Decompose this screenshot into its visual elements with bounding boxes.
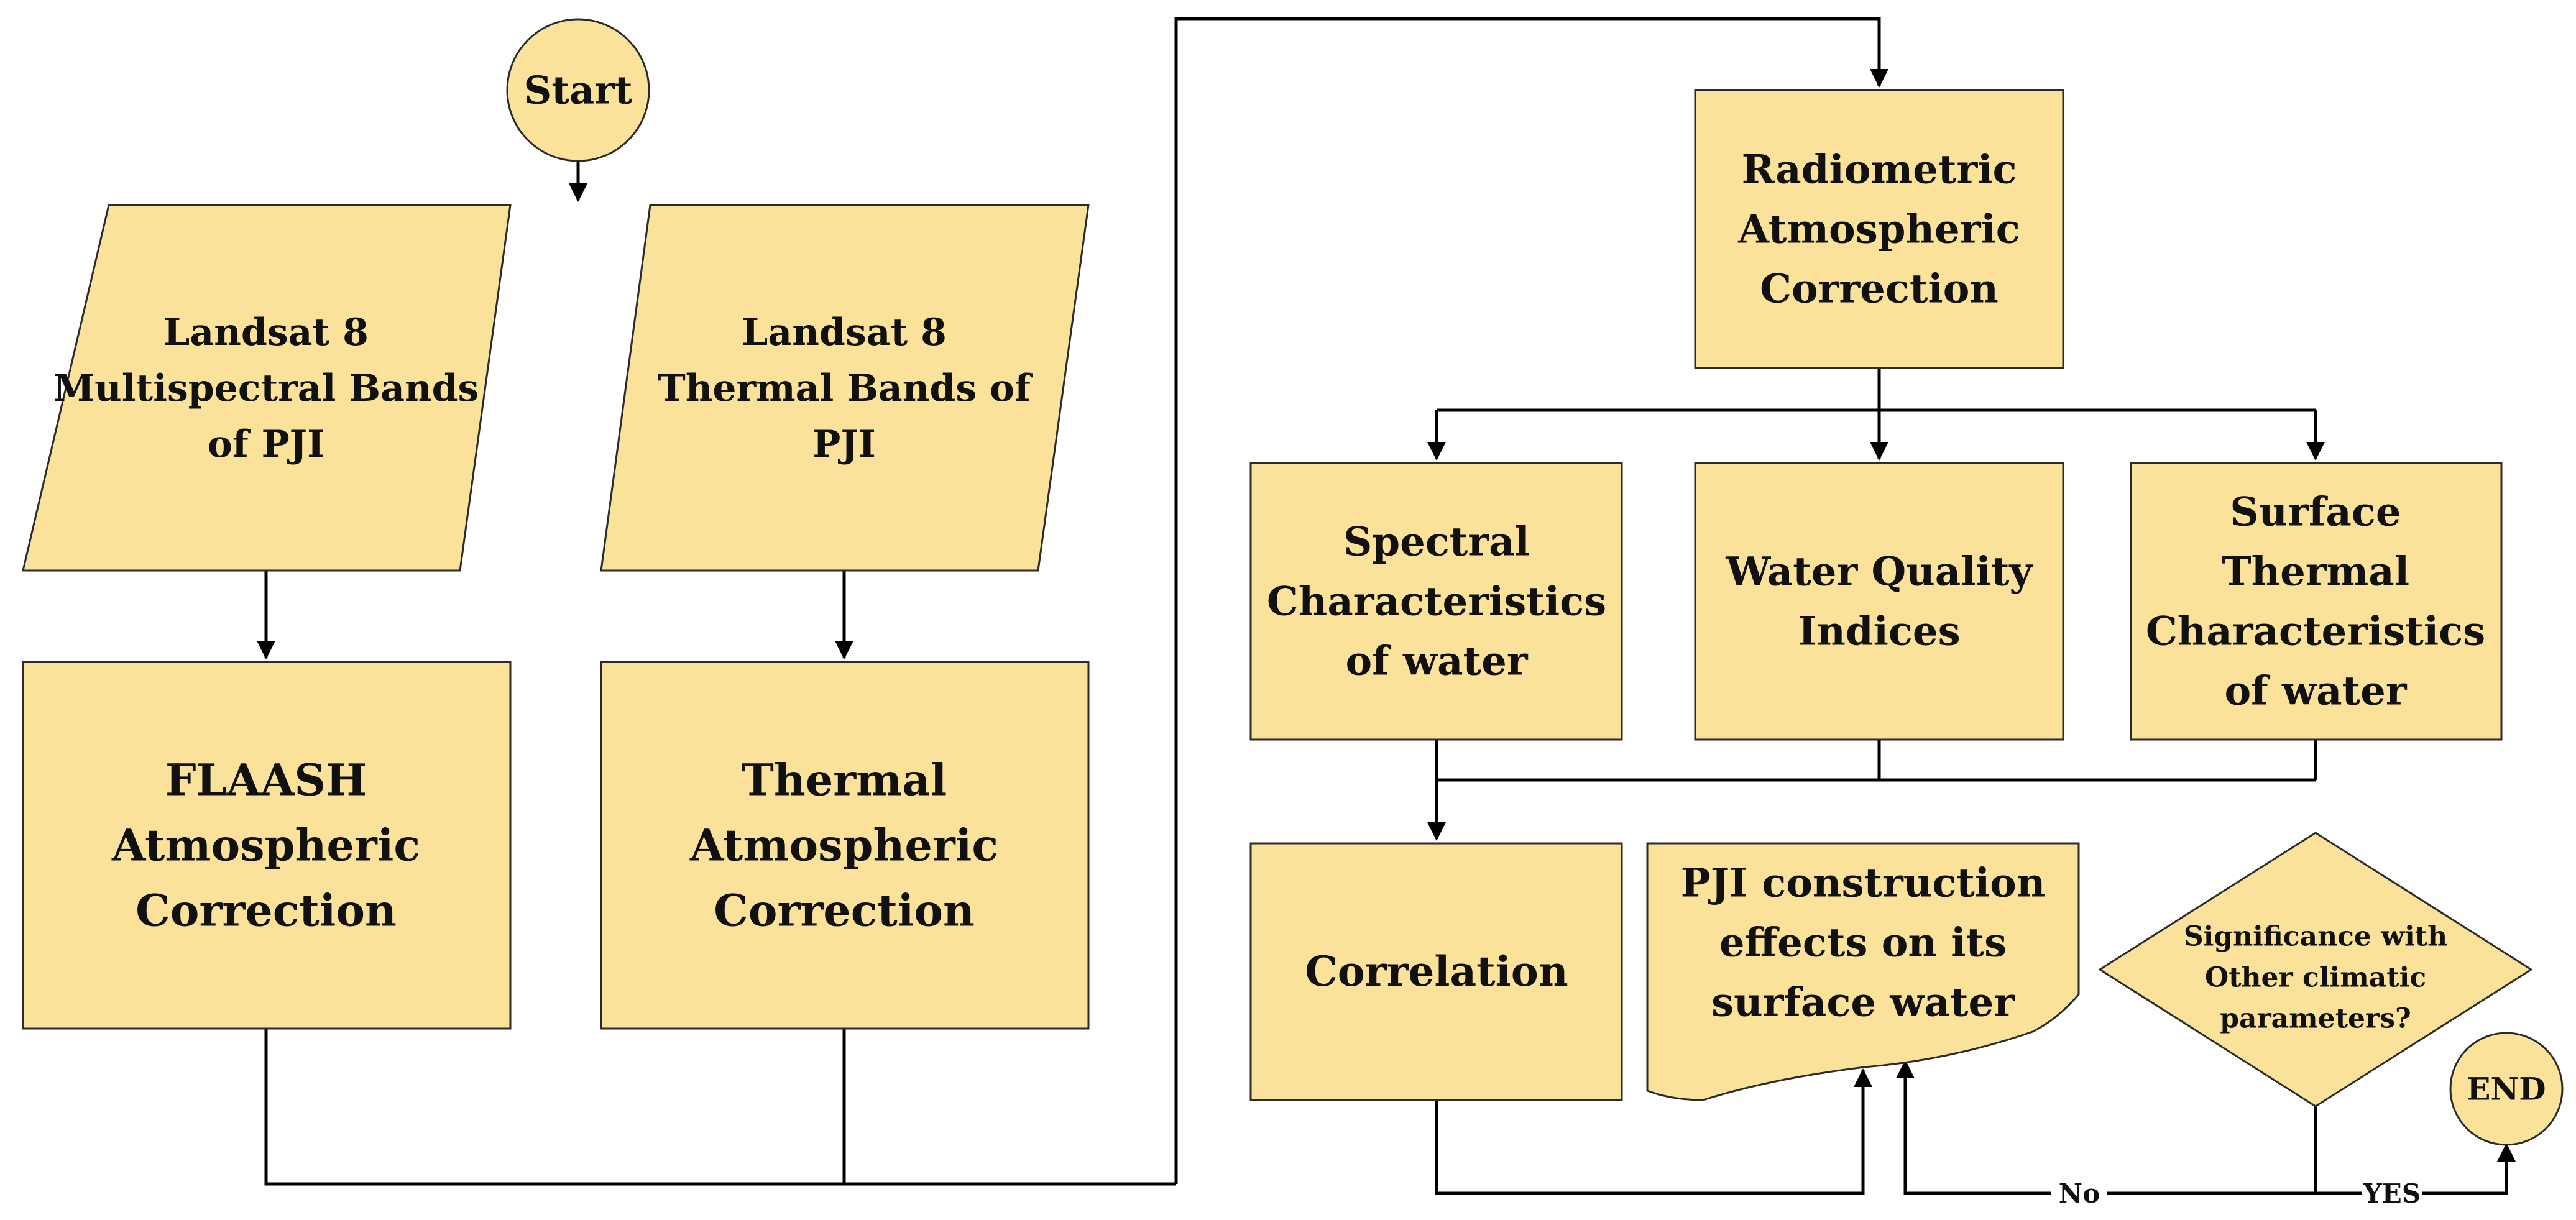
start-label: Start (524, 68, 633, 113)
node-label-line: Thermal (2222, 548, 2409, 595)
pji-effects-label: PJI construction effects on its surface wa… (1681, 860, 2046, 1025)
connector-flaash-to-merge (264, 1029, 1176, 1186)
node-label-line: Start (524, 68, 633, 113)
edge-labels: No YES (2051, 1178, 2422, 1209)
node-label-line: Significance with (2184, 920, 2447, 952)
no-label-background (2051, 1178, 2107, 1208)
node-label-line: Correction (1760, 265, 1999, 312)
node-label-line: Spectral (1343, 518, 1530, 565)
node-label-line: PJI construction (1681, 860, 2046, 906)
connector-correlation-to-pji-effects (1435, 1068, 1872, 1195)
node-label-line: Landsat 8 (163, 311, 369, 354)
node-label-line: Correlation (1305, 947, 1568, 996)
node-label-line: of water (2224, 667, 2407, 714)
node-label-line: Landsat 8 (742, 311, 947, 354)
node-label-line: Thermal Bands of (658, 367, 1033, 410)
node-label-line: surface water (1711, 979, 2015, 1025)
node-labels: Start Landsat 8 Multispectral Bands of PJI… (53, 68, 2546, 1108)
node-label-line: Atmospheric (111, 820, 420, 871)
landsat-multispectral-label: Landsat 8 Multispectral Bands of PJI (53, 311, 479, 466)
landsat-thermal-data (600, 204, 1090, 572)
node-label-line: Thermal (742, 754, 947, 806)
node-label-line: of water (1345, 638, 1528, 684)
node-label-line: of PJI (208, 423, 324, 466)
end-terminator (2449, 1032, 2564, 1146)
flaash-process (22, 661, 512, 1030)
surface-thermal-process (2130, 462, 2503, 741)
start-terminator (506, 18, 650, 162)
node-label-line: Atmospheric (689, 820, 998, 871)
edge-label-no: No (2059, 1178, 2100, 1209)
pji-effects-document (1646, 842, 2080, 1101)
node-label-line: parameters? (2220, 1002, 2411, 1034)
node-label-line: Water Quality (1725, 548, 2033, 595)
landsat-thermal-label: Landsat 8 Thermal Bands of PJI (658, 311, 1033, 466)
node-label-line: PJI (812, 423, 876, 466)
correlation-label: Correlation (1305, 947, 1568, 996)
node-label-line: Indices (1798, 608, 1960, 654)
node-label-line: Surface (2230, 488, 2401, 535)
edge-label-yes: YES (2363, 1178, 2421, 1209)
node-label-line: effects on its (1719, 919, 2007, 966)
connector-merge-to-radiometric (1174, 17, 1888, 1184)
node-label-line: Correction (136, 885, 397, 937)
thermal-correction-process (600, 661, 1090, 1030)
node-label-line: Multispectral Bands (53, 367, 479, 410)
node-label-line: FLAASH (165, 754, 367, 806)
node-label-line: Characteristics (1267, 578, 1606, 625)
end-label: END (2467, 1071, 2546, 1108)
radiometric-process (1694, 89, 2064, 369)
node-label-line: Other climatic (2205, 961, 2426, 993)
connector-decision-no (1896, 1060, 2317, 1195)
spectral-process (1249, 462, 1623, 741)
water-quality-process (1694, 462, 2064, 741)
correlation-process (1249, 842, 1623, 1101)
yes-label-background (2362, 1178, 2422, 1208)
connectors (257, 17, 2516, 1195)
shapes (22, 18, 2564, 1146)
node-label-line: Characteristics (2146, 608, 2485, 654)
landsat-multispectral-data (22, 204, 512, 572)
significance-decision (2098, 832, 2533, 1108)
node-label-line: END (2467, 1071, 2546, 1108)
node-label-line: Radiometric (1742, 146, 2017, 193)
node-label-line: Atmospheric (1737, 206, 2020, 252)
node-label-line: Correction (714, 885, 975, 937)
